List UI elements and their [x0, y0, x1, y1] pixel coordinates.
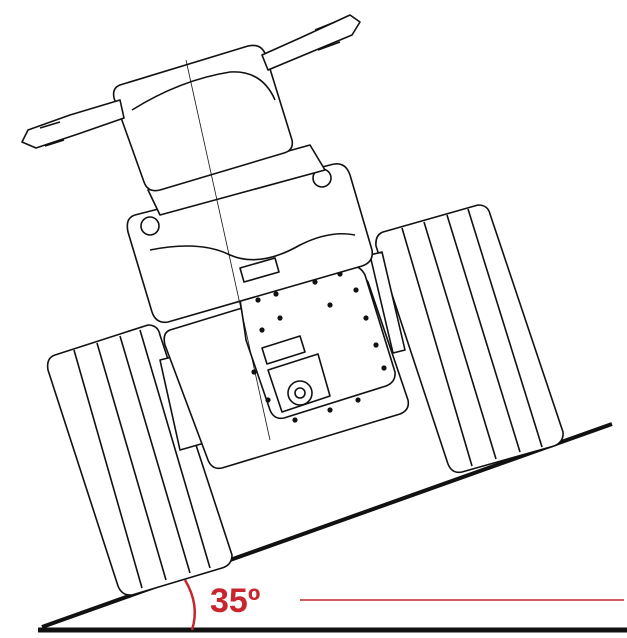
right-wheel: [375, 204, 564, 474]
left-arm: [21, 99, 125, 149]
left-wheel: [46, 324, 233, 596]
angle-label: 35º: [210, 582, 261, 620]
centerline: [185, 59, 271, 441]
right-axle: [369, 251, 406, 354]
plate-bolts: [251, 271, 387, 423]
right-arm: [261, 14, 361, 71]
vehicle: [21, 14, 564, 596]
handle: [239, 257, 280, 283]
angle-arc: [183, 579, 197, 631]
left-light: [140, 216, 160, 236]
